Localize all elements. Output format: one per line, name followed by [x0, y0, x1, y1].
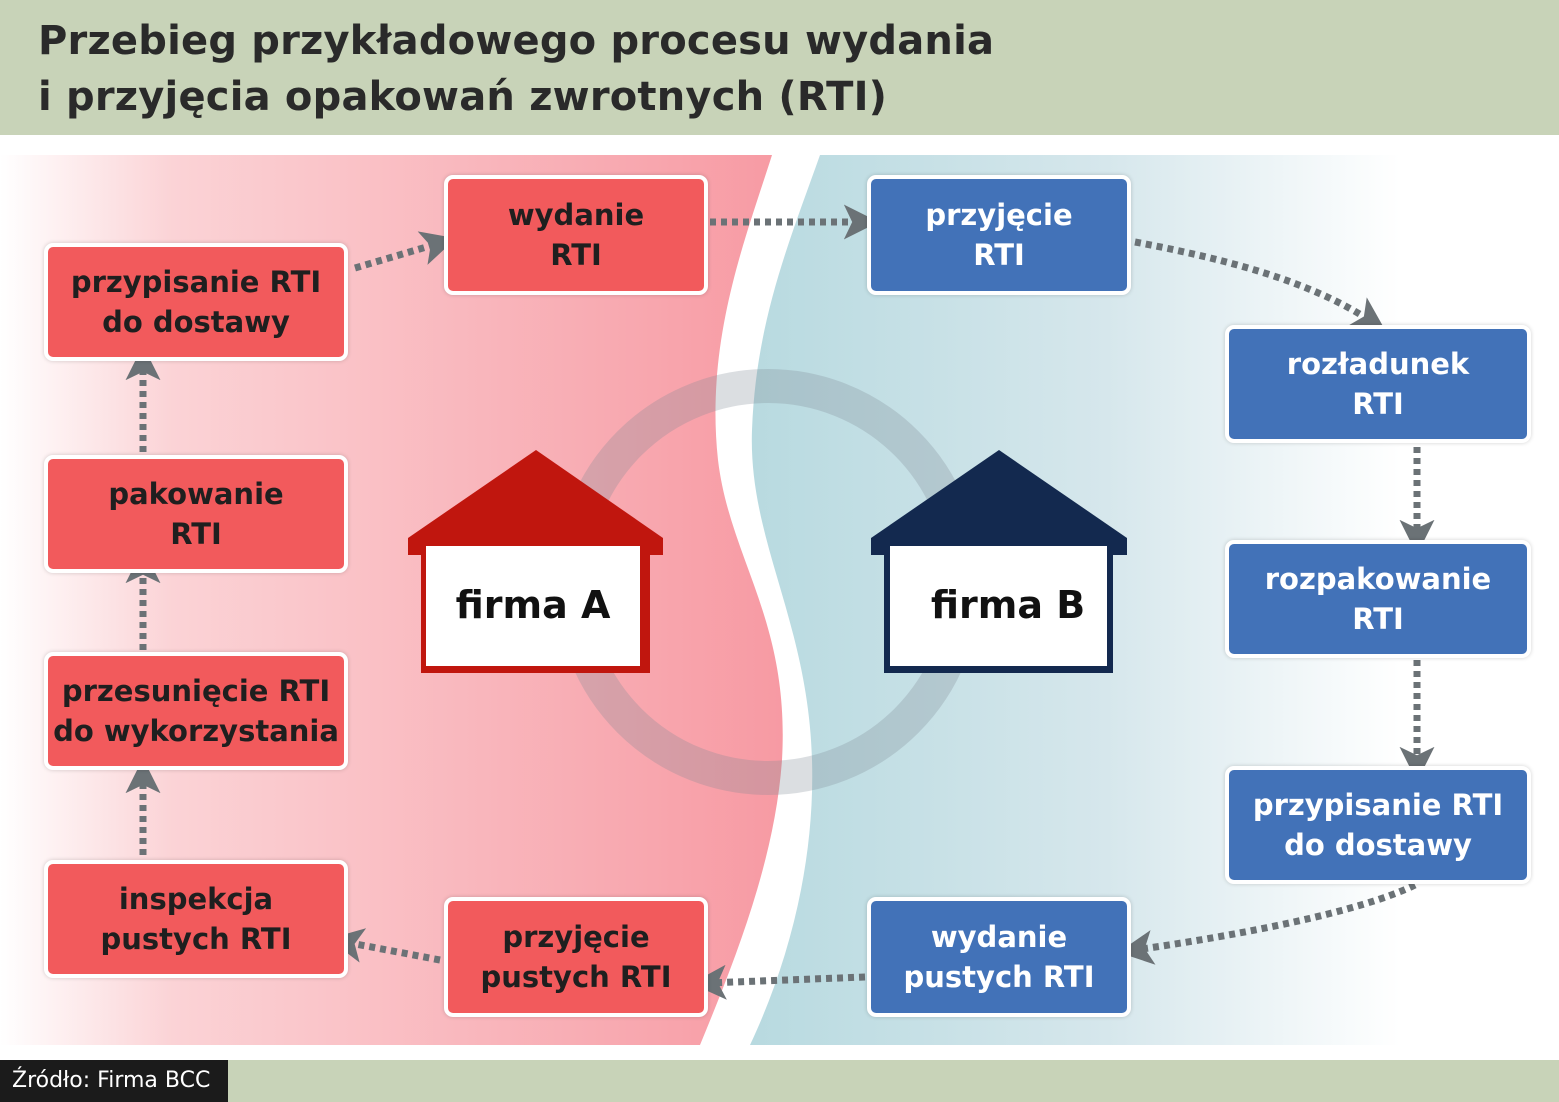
step-b-rozpakowanie-line1: rozpakowanie: [1264, 562, 1492, 596]
step-b-rozladunek-line1: rozładunek: [1286, 347, 1470, 381]
step-b-przyjecie-line2: RTI: [973, 238, 1025, 272]
step-b-przyjecie: przyjęcie RTI: [867, 175, 1131, 295]
company-a-house: [408, 450, 663, 673]
step-a-pakowanie-line1: pakowanie: [108, 477, 284, 511]
step-b-rozladunek: rozładunek RTI: [1225, 325, 1531, 443]
step-b-przypisanie: przypisanie RTI do dostawy: [1225, 766, 1531, 884]
footer-bar: [0, 1060, 1559, 1102]
company-b-label: firma B: [930, 583, 1086, 627]
step-b-wydanie-pustych: wydanie pustych RTI: [867, 897, 1131, 1017]
arrow-a-przypisanie-to-wydanie: [354, 231, 457, 272]
step-b-rozpakowanie: rozpakowanie RTI: [1225, 540, 1531, 658]
step-a-przyjecie-pustych-line2: pustych RTI: [480, 960, 672, 994]
step-b-przypisanie-line1: przypisanie RTI: [1252, 788, 1504, 822]
step-a-wydanie-line1: wydanie: [507, 198, 645, 232]
arrow-a-przyjecie-pustych-to-inspekcja: [328, 928, 441, 964]
title-line-2: i przyjęcia opakowań zwrotnych (RTI): [38, 74, 888, 120]
step-a-inspekcja-line1: inspekcja: [118, 882, 274, 916]
step-a-przypisanie-line2: do dostawy: [102, 305, 290, 339]
step-a-inspekcja: inspekcja pustych RTI: [44, 860, 348, 978]
step-a-inspekcja-line2: pustych RTI: [100, 922, 292, 956]
step-a-wydanie: wydanie RTI: [444, 175, 708, 295]
company-b-house: [871, 450, 1127, 673]
arrow-b-przyjecie-to-rozladunek: [1134, 238, 1386, 332]
step-b-przyjecie-line1: przyjęcie: [925, 198, 1073, 232]
step-b-wydanie-pustych-line1: wydanie: [930, 920, 1068, 954]
company-a-label: firma A: [455, 583, 611, 627]
step-b-rozpakowanie-line2: RTI: [1352, 602, 1404, 636]
step-b-wydanie-pustych-line2: pustych RTI: [903, 960, 1095, 994]
step-b-rozladunek-line2: RTI: [1352, 387, 1404, 421]
step-a-przyjecie-pustych: przyjęcie pustych RTI: [444, 897, 708, 1017]
step-a-przypisanie: przypisanie RTI do dostawy: [44, 243, 348, 361]
step-a-przesuniecie-line2: do wykorzystania: [53, 714, 339, 748]
arrow-b-wydanie-to-a-przyjecie-pustych: [691, 964, 866, 1000]
step-b-przypisanie-line2: do dostawy: [1284, 828, 1472, 862]
arrow-b-przypisanie-to-wydanie-pustych: [1118, 881, 1417, 965]
step-a-przypisanie-line1: przypisanie RTI: [70, 265, 322, 299]
source-label: Źródło: Firma BCC: [0, 1060, 228, 1102]
title-bar: Przebieg przykładowego procesu wydania i…: [0, 0, 1559, 135]
title-line-1: Przebieg przykładowego procesu wydania: [38, 18, 995, 64]
step-a-przesuniecie: przesunięcie RTI do wykorzystania: [44, 652, 348, 770]
step-a-pakowanie-line2: RTI: [170, 517, 222, 551]
step-a-przyjecie-pustych-line1: przyjęcie: [502, 920, 650, 954]
company-a-area: [0, 155, 783, 1045]
step-a-przesuniecie-line1: przesunięcie RTI: [61, 674, 331, 708]
step-a-pakowanie: pakowanie RTI: [44, 455, 348, 573]
step-a-wydanie-line2: RTI: [550, 238, 602, 272]
